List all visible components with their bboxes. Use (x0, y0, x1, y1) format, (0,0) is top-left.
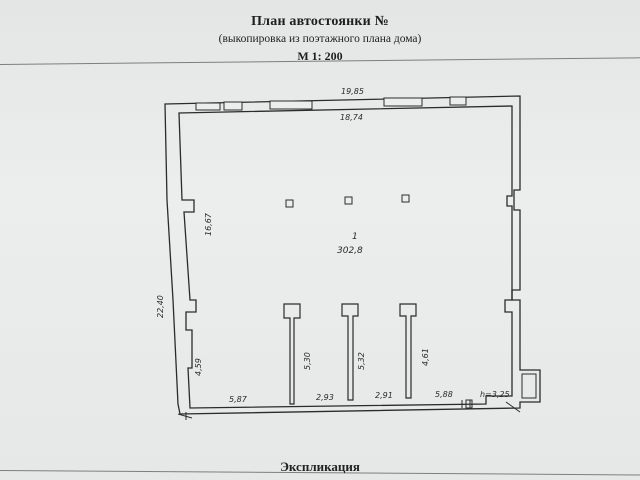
dim-partition1: 5,30 (303, 352, 312, 370)
dim-partition3: 4,61 (421, 348, 430, 366)
dim-partition2: 5,32 (357, 352, 366, 370)
bottom-gates (177, 399, 521, 420)
partitions (283, 303, 417, 405)
explication-heading: Экспликация (280, 459, 360, 474)
top-windows (195, 96, 467, 111)
document-subtitle: (выкопировка из поэтажного плана дома) (218, 33, 422, 45)
dim-bottom-seg1: 5,87 (229, 395, 248, 404)
right-niche (521, 373, 537, 399)
dim-height-label: h=3,25 (480, 390, 510, 399)
dim-inner-height: 16,67 (204, 212, 213, 236)
dim-outer-height: 22,40 (156, 295, 165, 318)
dim-bottom-seg2: 2,93 (316, 393, 334, 402)
dim-inner-width: 18,74 (340, 113, 363, 122)
document-title: План автостоянки № (251, 14, 389, 29)
dim-bottom-seg4: 5,88 (435, 390, 453, 399)
dim-outer-width: 19,85 (341, 87, 364, 96)
outer-walls (164, 95, 541, 415)
room-area: 302,8 (337, 246, 363, 256)
document-scale: М 1: 200 (297, 49, 343, 63)
dim-left-lower: 4,59 (194, 358, 203, 376)
room-number: 1 (352, 232, 358, 242)
dim-bottom-seg3: 2,91 (375, 391, 393, 400)
columns (285, 194, 410, 208)
